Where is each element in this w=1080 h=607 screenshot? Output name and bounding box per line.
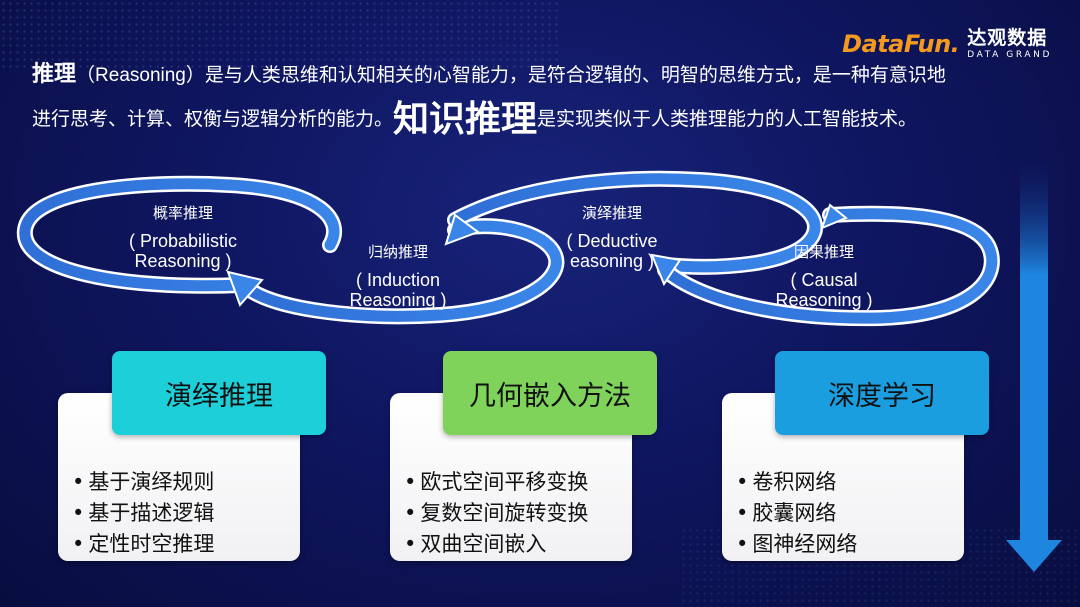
down-arrow-icon — [1006, 162, 1062, 572]
label-probabilistic-en-2: Reasoning ) — [134, 251, 232, 271]
card-geometric-list: 欧式空间平移变换 复数空间旋转变换 双曲空间嵌入 — [404, 467, 588, 560]
intro-line-2-start: 进行思考、计算、权衡与逻辑分析的能力。 — [32, 108, 394, 130]
list-item: 欧式空间平移变换 — [404, 467, 588, 498]
label-deductive-en-1: ( Deductive — [566, 231, 658, 251]
loop-arrowhead — [444, 213, 481, 246]
list-item: 图神经网络 — [736, 529, 857, 560]
loop-arrowhead — [650, 253, 682, 287]
label-deductive-en-2: easoning ) — [569, 251, 655, 271]
label-probabilistic-cn: 概率推理 — [152, 204, 213, 222]
label-deductive-cn: 演绎推理 — [581, 204, 642, 222]
logo-mark: DataFun. — [842, 30, 960, 58]
label-probabilistic: 概率推理 ( Probabilistic Reasoning ) — [118, 204, 248, 271]
label-causal-en-1: ( Causal — [790, 270, 858, 290]
intro-line-1: 推理（Reasoning）是与人类思维和认知相关的心智能力，是符合逻辑的、明智的… — [32, 64, 946, 87]
label-causal: 因果推理 ( Causal Reasoning ) — [764, 243, 884, 310]
loop-deductive — [449, 173, 821, 273]
label-deductive: 演绎推理 ( Deductive easoning ) — [552, 204, 672, 271]
logo-en-text: DATA GRAND — [967, 50, 1052, 60]
label-causal-cn: 因果推理 — [793, 243, 854, 261]
loop-arrowhead — [820, 203, 848, 230]
intro-paren-close: ） — [185, 64, 205, 86]
list-item: 基于描述逻辑 — [72, 498, 214, 529]
card-deductive-title: 演绎推理 — [112, 351, 326, 435]
label-induction-en-1: ( Induction — [355, 270, 441, 290]
label-induction: 归纳推理 ( Induction Reasoning ) — [338, 243, 458, 310]
intro-line-1-rest: 是与人类思维和认知相关的心智能力，是符合逻辑的、明智的思维方式，是一种有意识地 — [204, 64, 946, 86]
datafun-logo: DataFun. 达观数据 DATA GRAND — [842, 24, 1052, 64]
list-item: 双曲空间嵌入 — [404, 529, 588, 560]
card-deep-learning-title: 深度学习 — [775, 351, 989, 435]
loop-probabilistic — [19, 178, 340, 292]
intro-paren-open: （ — [76, 64, 96, 86]
label-induction-cn: 归纳推理 — [367, 243, 428, 261]
intro-line-2-rest: 是实现类似于人类推理能力的人工智能技术。 — [537, 108, 918, 130]
list-item: 定性时空推理 — [72, 529, 214, 560]
loop-causal — [659, 208, 998, 324]
intro-highlight-knowledge-reasoning: 知识推理 — [393, 99, 538, 140]
reasoning-loop-diagram — [16, 170, 1000, 327]
intro-line-2: 进行思考、计算、权衡与逻辑分析的能力。知识推理是实现类似于人类推理能力的人工智能… — [32, 102, 918, 138]
list-item: 胶囊网络 — [736, 498, 857, 529]
background-dot-pattern — [0, 0, 560, 70]
intro-term-reasoning: 推理 — [32, 62, 77, 87]
card-geometric-title: 几何嵌入方法 — [443, 351, 657, 435]
list-item: 卷积网络 — [736, 467, 857, 498]
label-induction-en-2: Reasoning ) — [349, 290, 447, 310]
loop-arrowhead — [226, 270, 264, 307]
card-deep-learning-list: 卷积网络 胶囊网络 图神经网络 — [736, 467, 857, 560]
label-causal-en-2: Reasoning ) — [775, 290, 873, 310]
list-item: 基于演绎规则 — [72, 467, 214, 498]
logo-cn-text: 达观数据 — [967, 27, 1048, 49]
intro-term-en: Reasoning — [95, 65, 186, 86]
label-probabilistic-en-1: ( Probabilistic — [128, 231, 238, 251]
loop-induction — [244, 220, 562, 322]
card-deductive-list: 基于演绎规则 基于描述逻辑 定性时空推理 — [72, 467, 214, 560]
list-item: 复数空间旋转变换 — [404, 498, 588, 529]
